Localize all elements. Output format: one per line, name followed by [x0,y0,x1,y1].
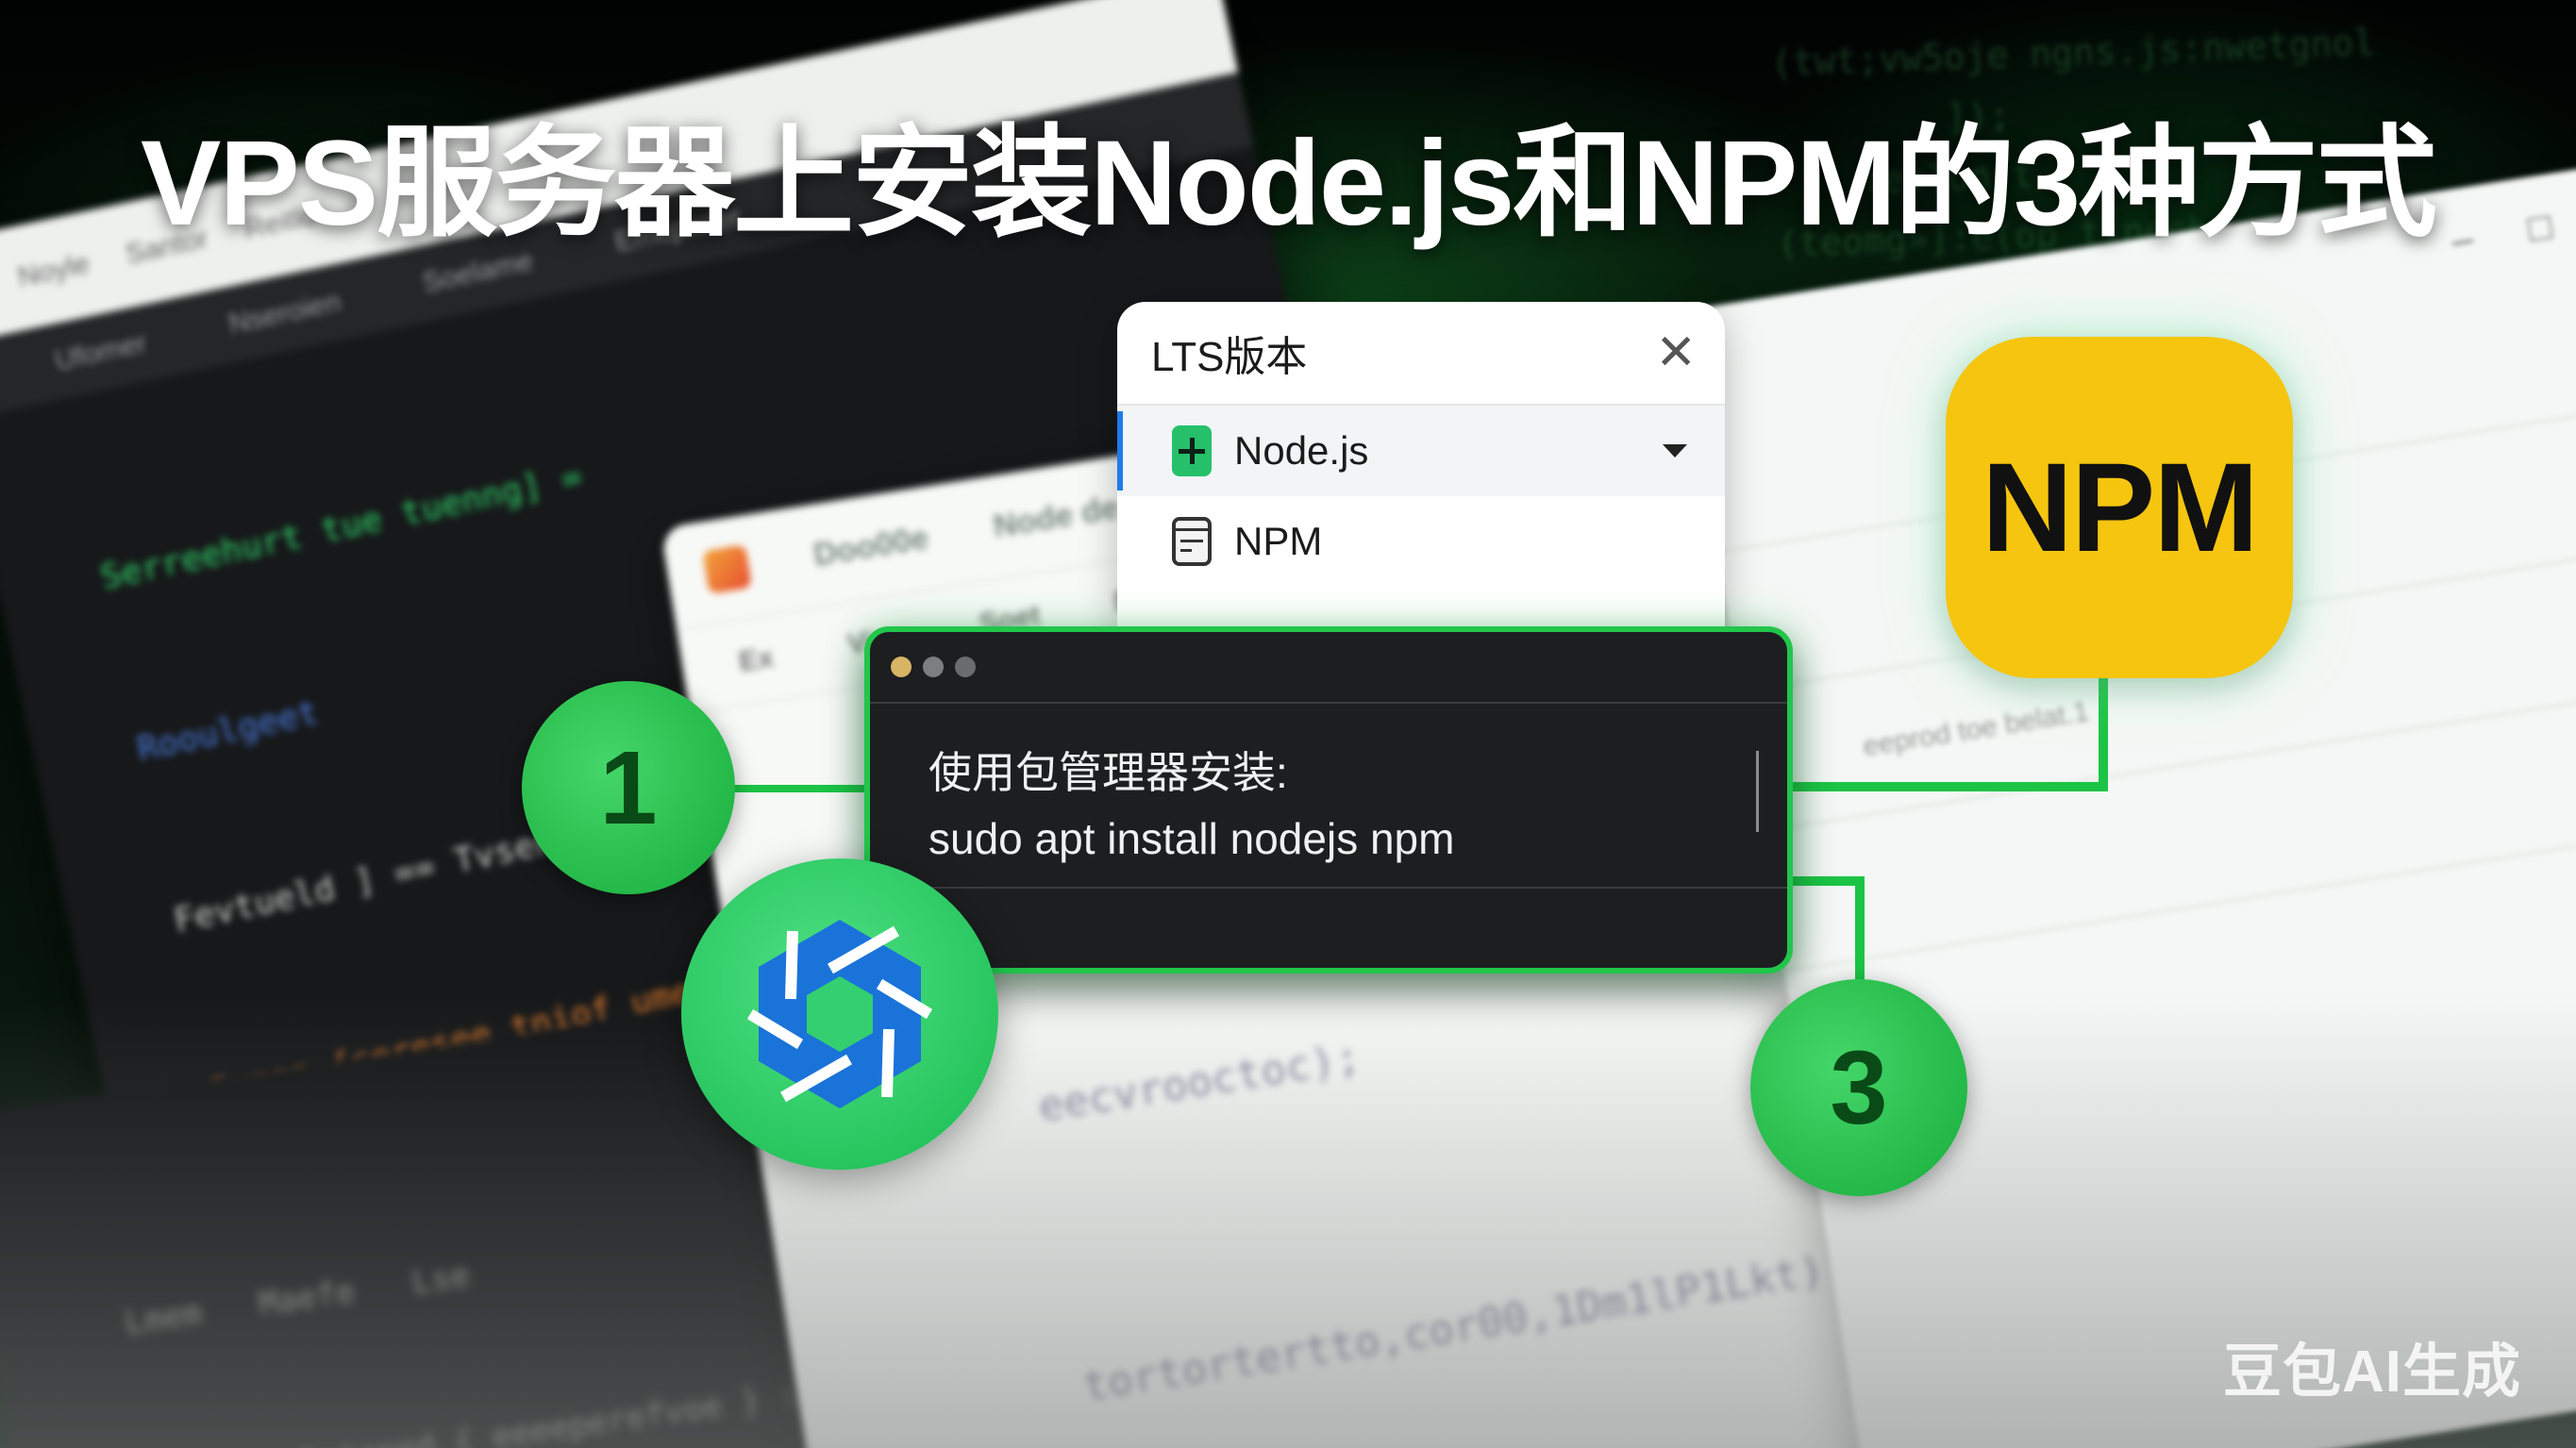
connector-line-1 [732,785,870,792]
scrollbar[interactable] [1756,751,1759,832]
window-dot-yellow[interactable] [891,657,912,677]
dropdown-item-label: Node.js [1234,428,1369,473]
chevron-down-icon[interactable] [1663,444,1687,458]
headline-title: VPS服务器上安装Node.js和NPM的3种方式 [140,116,2437,251]
package-box-icon [1172,517,1212,566]
dropdown-item-nodejs[interactable]: Node.js [1117,406,1725,496]
connector-line-3-h [1791,876,1865,886]
dropdown-header: LTS版本 ✕ [1117,302,1725,406]
lts-version-dropdown[interactable]: LTS版本 ✕ Node.js NPM [1117,302,1725,641]
connector-line-npm-h [1791,782,2108,791]
dropdown-item-npm[interactable]: NPM [1117,496,1725,587]
terminal-window: 使用包管理器安装: sudo apt install nodejs npm [864,626,1793,974]
close-icon[interactable]: ✕ [1655,325,1697,380]
app-icon [702,544,752,594]
step-badge-1: 1 [522,681,735,894]
connector-line-npm-v [2099,675,2108,791]
terminal-body: 使用包管理器安装: sudo apt install nodejs npm [870,704,1787,889]
terminal-heading: 使用包管理器安装: [928,748,1288,797]
connector-line-3-v [1855,876,1865,982]
hexagon-logo-icon [746,920,933,1108]
terminal-titlebar [870,632,1787,704]
app-icon-hexagon [681,858,998,1170]
dropdown-title: LTS版本 [1151,334,1308,380]
npm-tile-label: NPM [1982,437,2259,578]
watermark: 豆包AI生成 [2223,1340,2522,1405]
step-badge-3: 3 [1750,979,1967,1196]
npm-app-tile: NPM [1946,337,2293,678]
window-dot-gray[interactable] [923,657,944,677]
plus-square-icon [1172,425,1212,476]
window-dot-gray[interactable] [955,657,976,677]
terminal-command: sudo apt install nodejs npm [928,814,1455,863]
dropdown-item-label: NPM [1234,519,1323,563]
